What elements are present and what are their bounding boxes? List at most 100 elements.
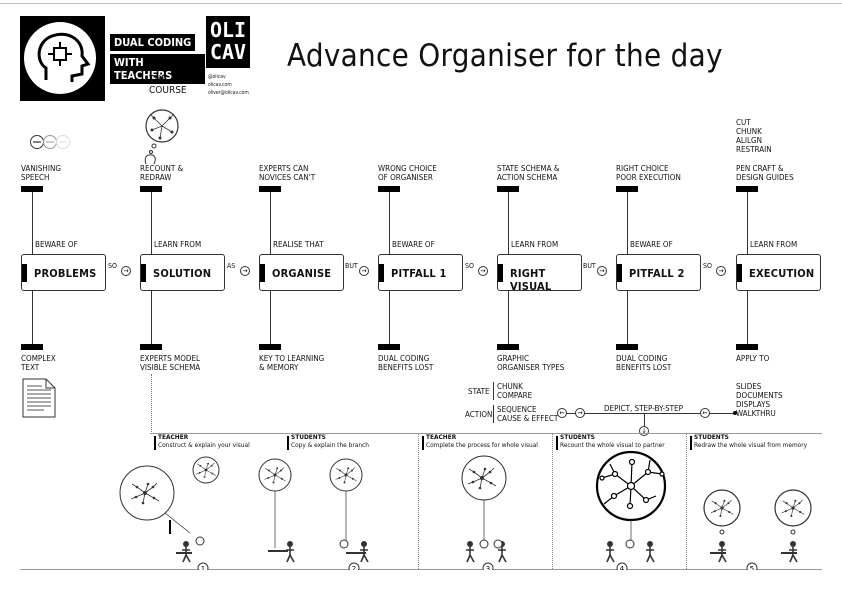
box-solution-label: SOLUTION bbox=[153, 267, 212, 280]
box-solution[interactable]: SOLUTION bbox=[140, 254, 225, 291]
head-profile-icon bbox=[37, 32, 91, 82]
thinking-head-icon bbox=[144, 109, 179, 164]
col2-top-line bbox=[151, 192, 152, 254]
col3-rel: REALISE THAT bbox=[273, 240, 324, 249]
box-right-visual[interactable]: RIGHT VISUAL bbox=[497, 254, 582, 293]
panel-3-head: TEACHER Complete the process for whole v… bbox=[426, 433, 538, 449]
col4-bottom-text: DUAL CODING BENEFITS LOST bbox=[378, 354, 434, 372]
arrow-right-icon: → bbox=[597, 266, 607, 276]
contact-info: @olicav olicav.com oliver@olicav.com bbox=[208, 73, 249, 97]
col5-bottom-text: GRAPHIC ORGANISER TYPES bbox=[497, 354, 565, 372]
col4-bottom-tab bbox=[378, 344, 400, 350]
col1-bottom-tab bbox=[21, 344, 43, 350]
col1-top-text: VANISHING SPEECH bbox=[21, 164, 61, 182]
col2-top-text: RECOUNT & REDRAW bbox=[140, 164, 184, 182]
panel-1-head: TEACHER Construct & explain your visual bbox=[158, 433, 250, 449]
action-items: SEQUENCE CAUSE & EFFECT bbox=[497, 405, 559, 423]
solution-dotted-line bbox=[151, 374, 152, 434]
col5-top-tab bbox=[497, 186, 519, 192]
action-label: ACTION bbox=[465, 410, 493, 419]
arrow-right-icon: → bbox=[121, 266, 131, 276]
top-rule bbox=[0, 3, 842, 4]
col3-top-line bbox=[270, 192, 271, 254]
execution-extra-bottom: SLIDES DOCUMENTS DISPLAYS WALKTHRU bbox=[736, 382, 783, 418]
col7-bottom-tab bbox=[736, 344, 758, 350]
box-execution-label: EXECUTION bbox=[749, 267, 815, 280]
col2-top-tab bbox=[140, 186, 162, 192]
panel-5-num: 5 bbox=[750, 565, 754, 570]
col4-top-line bbox=[389, 192, 390, 254]
brand-top: OLI bbox=[209, 18, 247, 42]
box-pitfall1-label: PITFALL 1 bbox=[391, 267, 447, 280]
panel-top-rule bbox=[150, 433, 822, 434]
website[interactable]: olicav.com bbox=[208, 82, 232, 88]
box-problems-label: PROBLEMS bbox=[34, 267, 97, 280]
box-pitfall2-label: PITFALL 2 bbox=[629, 267, 685, 280]
box-problems[interactable]: PROBLEMS bbox=[21, 254, 106, 291]
document-icon bbox=[22, 378, 56, 418]
action-divider bbox=[493, 405, 494, 423]
connector-3: BUT bbox=[345, 262, 358, 270]
panel-5-text: Redraw the whole visual from memory bbox=[694, 441, 808, 449]
logo-line2: WITH TEACHERS bbox=[110, 54, 205, 84]
col2-bottom-line bbox=[151, 290, 152, 348]
col4-top-text: WRONG CHOICE OF ORGANISER bbox=[378, 164, 437, 182]
col4-top-tab bbox=[378, 186, 400, 192]
box-execution[interactable]: EXECUTION bbox=[736, 254, 821, 291]
panel-1-text: Construct & explain your visual bbox=[158, 441, 250, 449]
col4-rel: BEWARE OF bbox=[392, 240, 435, 249]
col7-top-tab bbox=[736, 186, 758, 192]
panel-2-head: STUDENTS Copy & explain the branch bbox=[291, 433, 369, 449]
col3-top-text: EXPERTS CAN NOVICES CAN'T bbox=[259, 164, 316, 182]
depict-label: DEPICT, STEP-BY-STEP bbox=[604, 404, 683, 413]
logo bbox=[20, 16, 105, 101]
panel-4-role: STUDENTS bbox=[560, 433, 595, 441]
logo-line1: DUAL CODING bbox=[110, 34, 196, 51]
col1-top-line bbox=[32, 192, 33, 254]
panel-bottom-rule bbox=[20, 569, 822, 570]
col7-bottom-line bbox=[747, 290, 748, 348]
panel-3-text: Complete the process for whole visual bbox=[426, 441, 538, 449]
arrow-left-icon: ← bbox=[557, 408, 567, 418]
col2-rel: LEARN FROM bbox=[154, 240, 202, 249]
col5-top-line bbox=[508, 192, 509, 254]
col1-rel: BEWARE OF bbox=[35, 240, 78, 249]
panel-5-head: STUDENTS Redraw the whole visual from me… bbox=[694, 433, 807, 449]
panel-4-head: STUDENTS Recount the whole visual to par… bbox=[560, 433, 665, 449]
box-pitfall1[interactable]: PITFALL 1 bbox=[378, 254, 463, 291]
arrow-right-icon: → bbox=[478, 266, 488, 276]
col2-bottom-tab bbox=[140, 344, 162, 350]
logo-line3: THE COURSE bbox=[149, 74, 187, 96]
brand-bottom: CAV bbox=[209, 40, 247, 64]
col6-bottom-tab bbox=[616, 344, 638, 350]
connector-2: AS bbox=[227, 262, 236, 270]
execution-extra-top: CUT CHUNK ALILGN RESTRAIN bbox=[736, 118, 772, 154]
col7-bottom-text: APPLY TO bbox=[736, 354, 770, 363]
panel-3-num: 3 bbox=[486, 565, 490, 570]
panel-4-num: 4 bbox=[620, 565, 625, 570]
col3-top-tab bbox=[259, 186, 281, 192]
page-title: Advance Organiser for the day bbox=[287, 38, 723, 74]
course-title: DUAL CODING WITH TEACHERS THE COURSE bbox=[105, 16, 205, 101]
col7-rel: LEARN FROM bbox=[750, 240, 798, 249]
box-organise[interactable]: ORGANISE bbox=[259, 254, 344, 291]
arrow-right-icon: → bbox=[575, 408, 585, 418]
box-pitfall2[interactable]: PITFALL 2 bbox=[616, 254, 701, 291]
email[interactable]: oliver@olicav.com bbox=[208, 90, 249, 96]
connector-5: BUT bbox=[583, 262, 596, 270]
panel-5-role: STUDENTS bbox=[694, 433, 729, 441]
col6-bottom-text: DUAL CODING BENEFITS LOST bbox=[616, 354, 672, 372]
col3-bottom-tab bbox=[259, 344, 281, 350]
state-label: STATE bbox=[468, 387, 490, 396]
box-organise-label: ORGANISE bbox=[272, 267, 332, 280]
panel-bar bbox=[690, 436, 692, 450]
col6-top-tab bbox=[616, 186, 638, 192]
panel-4-text: Recount the whole visual to partner bbox=[560, 441, 665, 449]
arrow-left-icon: ← bbox=[700, 408, 710, 418]
panel-illustrations: 1 2 3 4 5 bbox=[119, 450, 812, 570]
panel-divider-1 bbox=[418, 433, 419, 569]
col1-top-tab bbox=[21, 186, 43, 192]
depict-drop-line bbox=[644, 414, 645, 426]
head-icon bbox=[24, 22, 96, 94]
panel-bar bbox=[422, 436, 424, 450]
